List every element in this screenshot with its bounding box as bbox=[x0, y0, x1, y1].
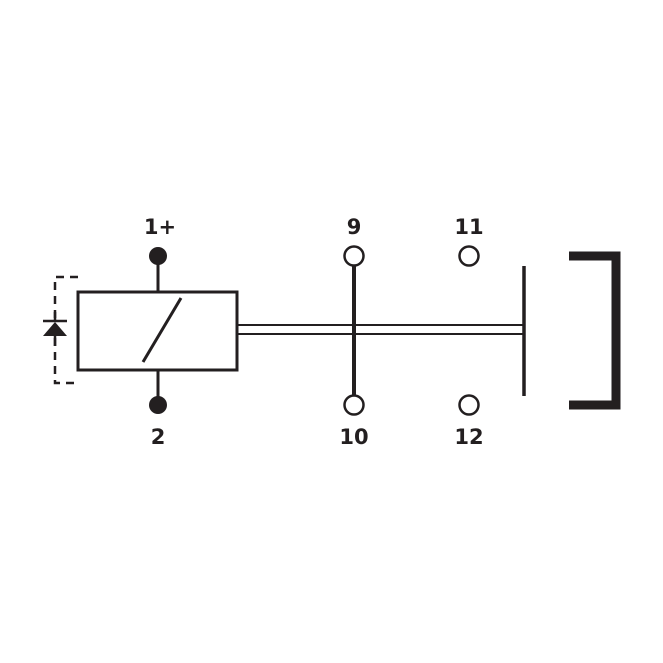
pin9-terminal bbox=[343, 245, 365, 267]
pin-10-label: 10 bbox=[339, 425, 368, 449]
freewheel-diode bbox=[43, 312, 67, 346]
pin1-terminal bbox=[149, 247, 167, 265]
enclosure-bracket bbox=[569, 251, 621, 410]
pin12-terminal bbox=[458, 394, 480, 416]
diode-triangle bbox=[43, 322, 67, 336]
relay-coil bbox=[76, 290, 239, 372]
pin-2-label: 2 bbox=[151, 425, 166, 449]
pin-9-label: 9 bbox=[347, 215, 362, 239]
pin-12-label: 12 bbox=[454, 425, 483, 449]
coil-diagonal bbox=[141, 297, 183, 363]
pin11-terminal bbox=[458, 245, 480, 267]
pin10-terminal bbox=[343, 394, 365, 416]
pin-1-label: 1+ bbox=[144, 215, 176, 239]
pin2-terminal bbox=[149, 396, 167, 414]
pin-11-label: 11 bbox=[454, 215, 483, 239]
